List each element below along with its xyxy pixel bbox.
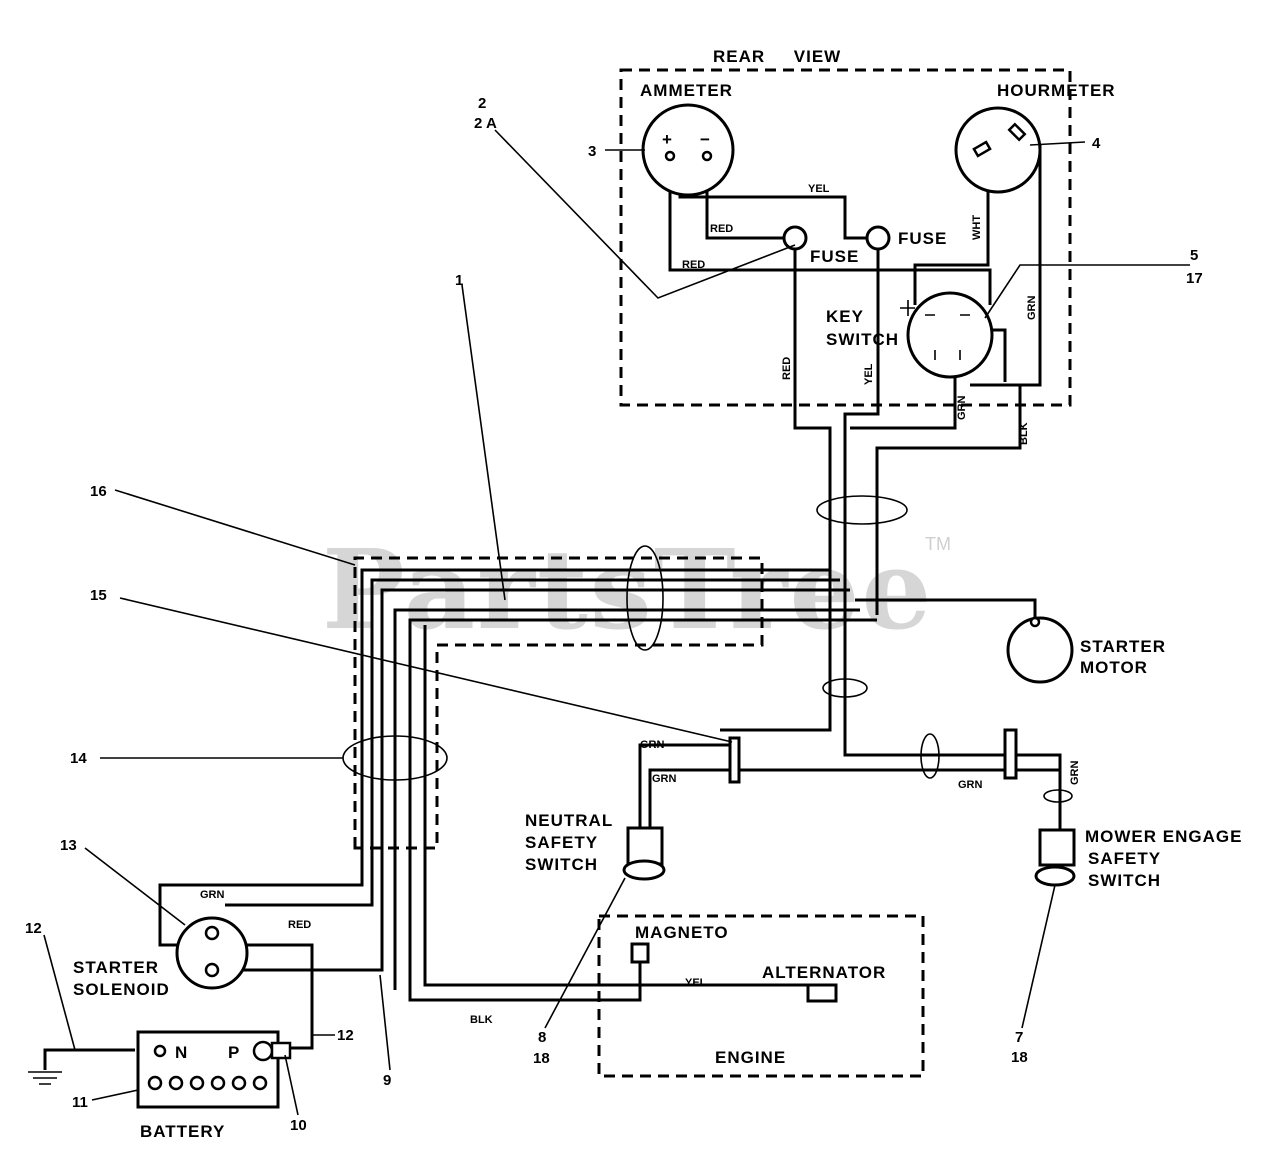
battery-p: P: [228, 1043, 240, 1062]
solenoid-label-1: STARTER: [73, 958, 159, 977]
neutral-label-2: SAFETY: [525, 833, 598, 852]
neutral-label-1: NEUTRAL: [525, 811, 613, 830]
wire-label-yel-engine: YEL: [685, 977, 707, 989]
tie-harness: [626, 545, 664, 651]
callout-12b: 12: [337, 1027, 354, 1044]
callout-8: 8: [538, 1029, 546, 1046]
mower-label-1: MOWER ENGAGE: [1085, 827, 1242, 846]
tie-upper: [816, 495, 908, 525]
neutral-label-3: SWITCH: [525, 855, 598, 874]
neutral-safety-switch: [622, 826, 666, 881]
callout-17: 17: [1186, 270, 1203, 287]
fuse-1: [782, 225, 808, 251]
tie-mower: [920, 733, 940, 779]
wire-label-grn-sol: GRN: [200, 889, 225, 901]
callout-2a: 2 A: [474, 115, 497, 132]
wire-label-yel: YEL: [808, 183, 830, 195]
fuse-2: [865, 225, 891, 251]
wire-label-blk-vert: BLK: [1018, 422, 1030, 445]
tie-mid: [822, 678, 868, 698]
wire-label-grn-mid: GRN: [958, 779, 983, 791]
ammeter-plus: +: [662, 130, 673, 149]
callout-18b: 18: [1011, 1049, 1028, 1066]
wire-label-red-vert: RED: [781, 357, 793, 380]
fuse-1-label: FUSE: [810, 247, 859, 266]
callout-1: 1: [455, 272, 463, 289]
solenoid-label-2: SOLENOID: [73, 980, 170, 999]
hourmeter: [954, 106, 1042, 194]
callout-15: 15: [90, 587, 107, 604]
rear-view-panel-box: [619, 68, 1072, 407]
callout-13: 13: [60, 837, 77, 854]
callout-9: 9: [383, 1072, 391, 1089]
starter-solenoid: [175, 916, 249, 990]
callout-14: 14: [70, 750, 87, 767]
safety-switch-wiring: [638, 743, 1062, 830]
starter-motor: [1006, 616, 1074, 684]
wire-label-red-2: RED: [682, 259, 705, 271]
alternator-label: ALTERNATOR: [762, 963, 886, 982]
battery: N P: [136, 1030, 292, 1109]
ammeter: + −: [641, 103, 735, 197]
engine-box: [597, 914, 925, 1078]
magneto: [630, 942, 650, 964]
callout-18a: 18: [533, 1050, 550, 1067]
ammeter-minus: −: [700, 130, 711, 149]
starter-motor-label-1: STARTER: [1080, 637, 1166, 656]
harness-outline: [353, 556, 764, 850]
battery-wiring: [28, 943, 314, 1085]
wire-label-grn-ns2: GRN: [652, 773, 677, 785]
hourmeter-label: HOURMETER: [997, 81, 1116, 100]
wire-label-red-sol: RED: [288, 919, 311, 931]
wire-label-red-1: RED: [710, 223, 733, 235]
mower-engage-safety-switch: [728, 728, 1076, 887]
wire-label-yel-vert: YEL: [863, 363, 875, 385]
panel-wiring: [668, 145, 1062, 800]
rear-view-title: REAR VIEW: [713, 47, 841, 66]
wire-label-wht: WHT: [971, 215, 983, 240]
engine-label: ENGINE: [715, 1048, 786, 1067]
magneto-label: MAGNETO: [635, 923, 729, 942]
watermark-tm: TM: [925, 534, 951, 554]
callout-2: 2: [478, 95, 486, 112]
battery-label: BATTERY: [140, 1122, 225, 1141]
mower-label-2: SAFETY: [1088, 849, 1161, 868]
starter-motor-label-2: MOTOR: [1080, 658, 1148, 677]
callout-16: 16: [90, 483, 107, 500]
key-switch-label-2: SWITCH: [826, 330, 899, 349]
wire-label-grn-ns1: GRN: [640, 739, 665, 751]
callout-5: 5: [1190, 247, 1198, 264]
callout-3: 3: [588, 143, 596, 160]
callout-11: 11: [72, 1094, 88, 1111]
wire-label-grn-key: GRN: [1026, 296, 1038, 321]
key-switch-label-1: KEY: [826, 307, 864, 326]
main-harness: [158, 428, 1037, 1002]
mower-label-3: SWITCH: [1088, 871, 1161, 890]
fuse-2-label: FUSE: [898, 229, 947, 248]
leader-lines: [43, 129, 1190, 1116]
wire-label-grn-mower: GRN: [1069, 761, 1081, 786]
key-switch: [900, 291, 994, 379]
callout-10: 10: [290, 1117, 307, 1134]
wire-label-grn-vert: GRN: [956, 396, 968, 421]
alternator: [806, 983, 838, 1003]
wire-label-blk-bottom: BLK: [470, 1014, 493, 1026]
callout-12a: 12: [25, 920, 42, 937]
battery-n: N: [175, 1043, 188, 1062]
callout-4: 4: [1092, 135, 1101, 152]
ammeter-label: AMMETER: [640, 81, 733, 100]
callout-7: 7: [1015, 1029, 1023, 1046]
